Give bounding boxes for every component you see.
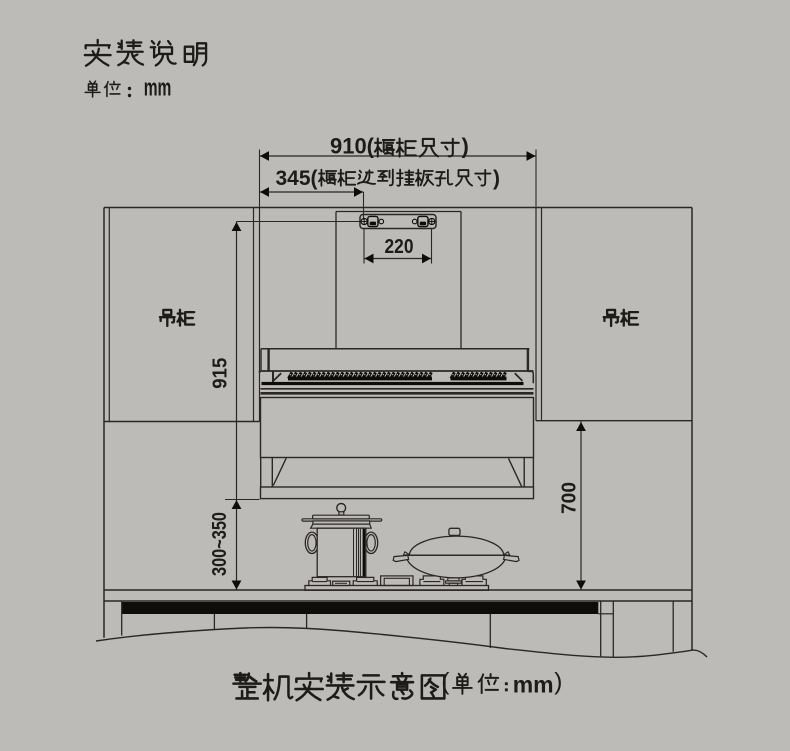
svg-text:(: ( (441, 669, 450, 696)
svg-text:700: 700 (558, 482, 581, 514)
svg-text:): ) (462, 134, 469, 159)
svg-text:): ) (554, 669, 562, 696)
svg-text:): ) (493, 167, 500, 190)
svg-text:910(: 910( (330, 134, 375, 159)
svg-text:345(: 345( (276, 167, 318, 190)
svg-text:mm: mm (513, 671, 554, 697)
svg-text:915: 915 (209, 358, 232, 389)
svg-text:mm: mm (144, 75, 172, 101)
svg-text:220: 220 (385, 235, 414, 258)
svg-text:300~350: 300~350 (208, 512, 231, 576)
